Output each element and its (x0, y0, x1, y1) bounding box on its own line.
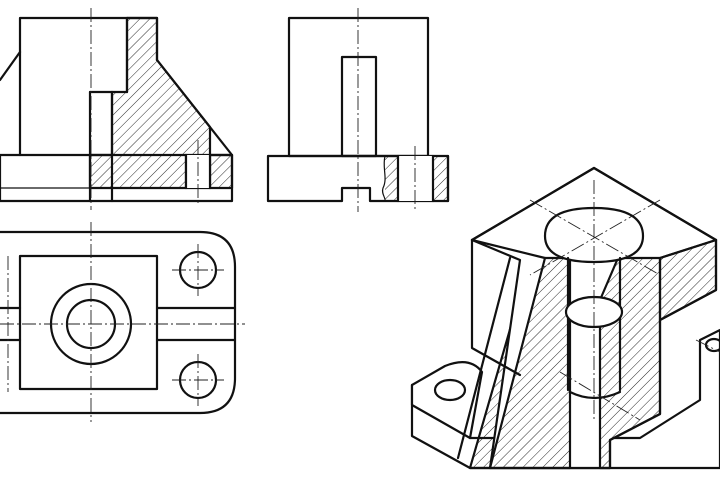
iso-center-line-b (529, 199, 661, 276)
front-left-rib (0, 50, 22, 82)
iso-bottom-center-line (559, 371, 641, 421)
top-base-outline (0, 230, 237, 415)
side-upper-block (287, 16, 430, 158)
iso-base-bolt-hole (433, 378, 467, 402)
front-view (0, 8, 234, 210)
top-upper-block (18, 254, 159, 391)
iso-bore-bottom (568, 390, 622, 400)
iso-block-left-face (470, 238, 522, 377)
side-view (266, 8, 450, 212)
front-section-hatch (88, 16, 234, 190)
side-break-line (381, 155, 386, 202)
iso-rib-left-edge (456, 256, 512, 460)
side-slot (340, 55, 378, 158)
top-view (0, 222, 245, 422)
front-block-outline (18, 16, 159, 157)
isometric-view (410, 166, 720, 470)
